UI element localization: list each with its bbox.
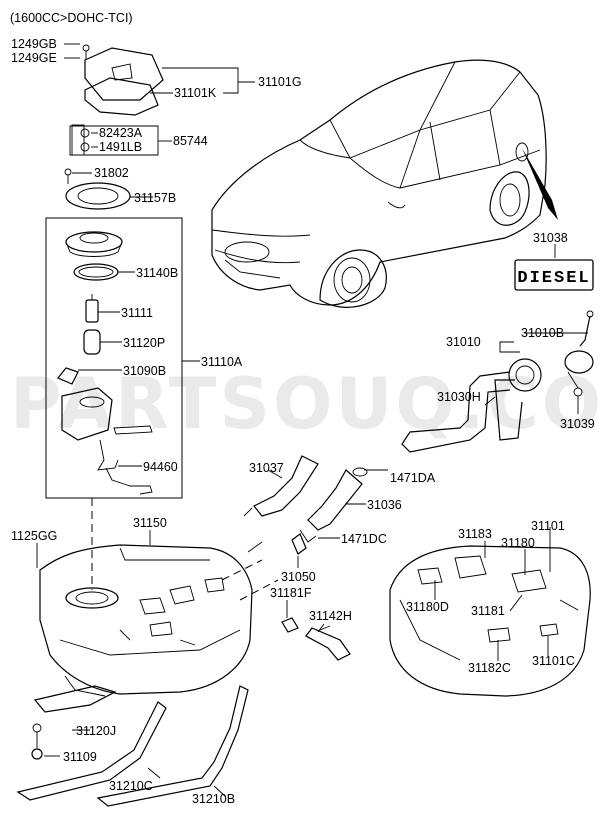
label-31101K: 31101K: [174, 86, 217, 100]
watermark: PARTSOUQ.COM: [10, 363, 600, 445]
label-1471DA: 1471DA: [390, 471, 436, 485]
label-82423A: 82423A: [99, 126, 143, 140]
pump-assembly-box: [45, 217, 183, 499]
label-31182C: 31182C: [468, 661, 511, 675]
label-31109: 31109: [63, 750, 97, 764]
label-31181F: 31181F: [270, 586, 312, 600]
label-31101C: 31101C: [532, 654, 575, 668]
label-31210C: 31210C: [109, 779, 153, 793]
label-31110A: 31110A: [201, 355, 243, 369]
label-31120J: 31120J: [76, 724, 116, 738]
fuel-tank: [31, 544, 253, 760]
label-31111: 31111: [121, 306, 153, 320]
diesel-badge-frame: [514, 259, 594, 291]
label-1125GG: 1125GG: [11, 529, 57, 543]
label-31050: 31050: [281, 570, 316, 584]
label-31101: 31101: [531, 519, 565, 533]
label-31183: 31183: [458, 527, 492, 541]
label-31180: 31180: [501, 536, 535, 550]
diesel-badge: DIESEL: [517, 269, 590, 288]
label-31090B: 31090B: [123, 364, 166, 378]
label-31036: 31036: [367, 498, 402, 512]
label-1249GB: 1249GB: [11, 37, 57, 51]
part-labels: 1249GB 1249GE 31101G 31101K 82423A 85744…: [11, 37, 595, 806]
engine-note: (1600CC>DOHC-TCI): [10, 11, 133, 25]
sender-plate-parts: [64, 44, 164, 210]
label-31140B: 31140B: [136, 266, 178, 280]
label-1249GE: 1249GE: [11, 51, 57, 65]
label-94460: 94460: [143, 460, 178, 474]
label-31181: 31181: [471, 604, 505, 618]
label-31010: 31010: [446, 335, 481, 349]
label-1491LB: 1491LB: [99, 140, 142, 154]
label-31210B: 31210B: [192, 792, 235, 806]
label-31120P: 31120P: [123, 336, 165, 350]
tank-straps: [16, 685, 249, 807]
vent-fittings: [281, 617, 351, 661]
label-31157B: 31157B: [134, 191, 176, 205]
label-31039: 31039: [560, 417, 595, 431]
label-31101G: 31101G: [258, 75, 302, 89]
label-31802: 31802: [94, 166, 129, 180]
label-85744: 85744: [173, 134, 208, 148]
label-31180D: 31180D: [406, 600, 449, 614]
label-31150: 31150: [133, 516, 167, 530]
label-31142H: 31142H: [309, 609, 352, 623]
leader-lines: [36, 43, 588, 798]
label-31038: 31038: [533, 231, 568, 245]
label-1471DC: 1471DC: [341, 532, 387, 546]
label-31037: 31037: [249, 461, 284, 475]
label-31010B: 31010B: [521, 326, 564, 340]
label-31030H: 31030H: [437, 390, 481, 404]
fuel-tank-diesel: [389, 545, 591, 697]
car-illustration: [211, 59, 558, 308]
